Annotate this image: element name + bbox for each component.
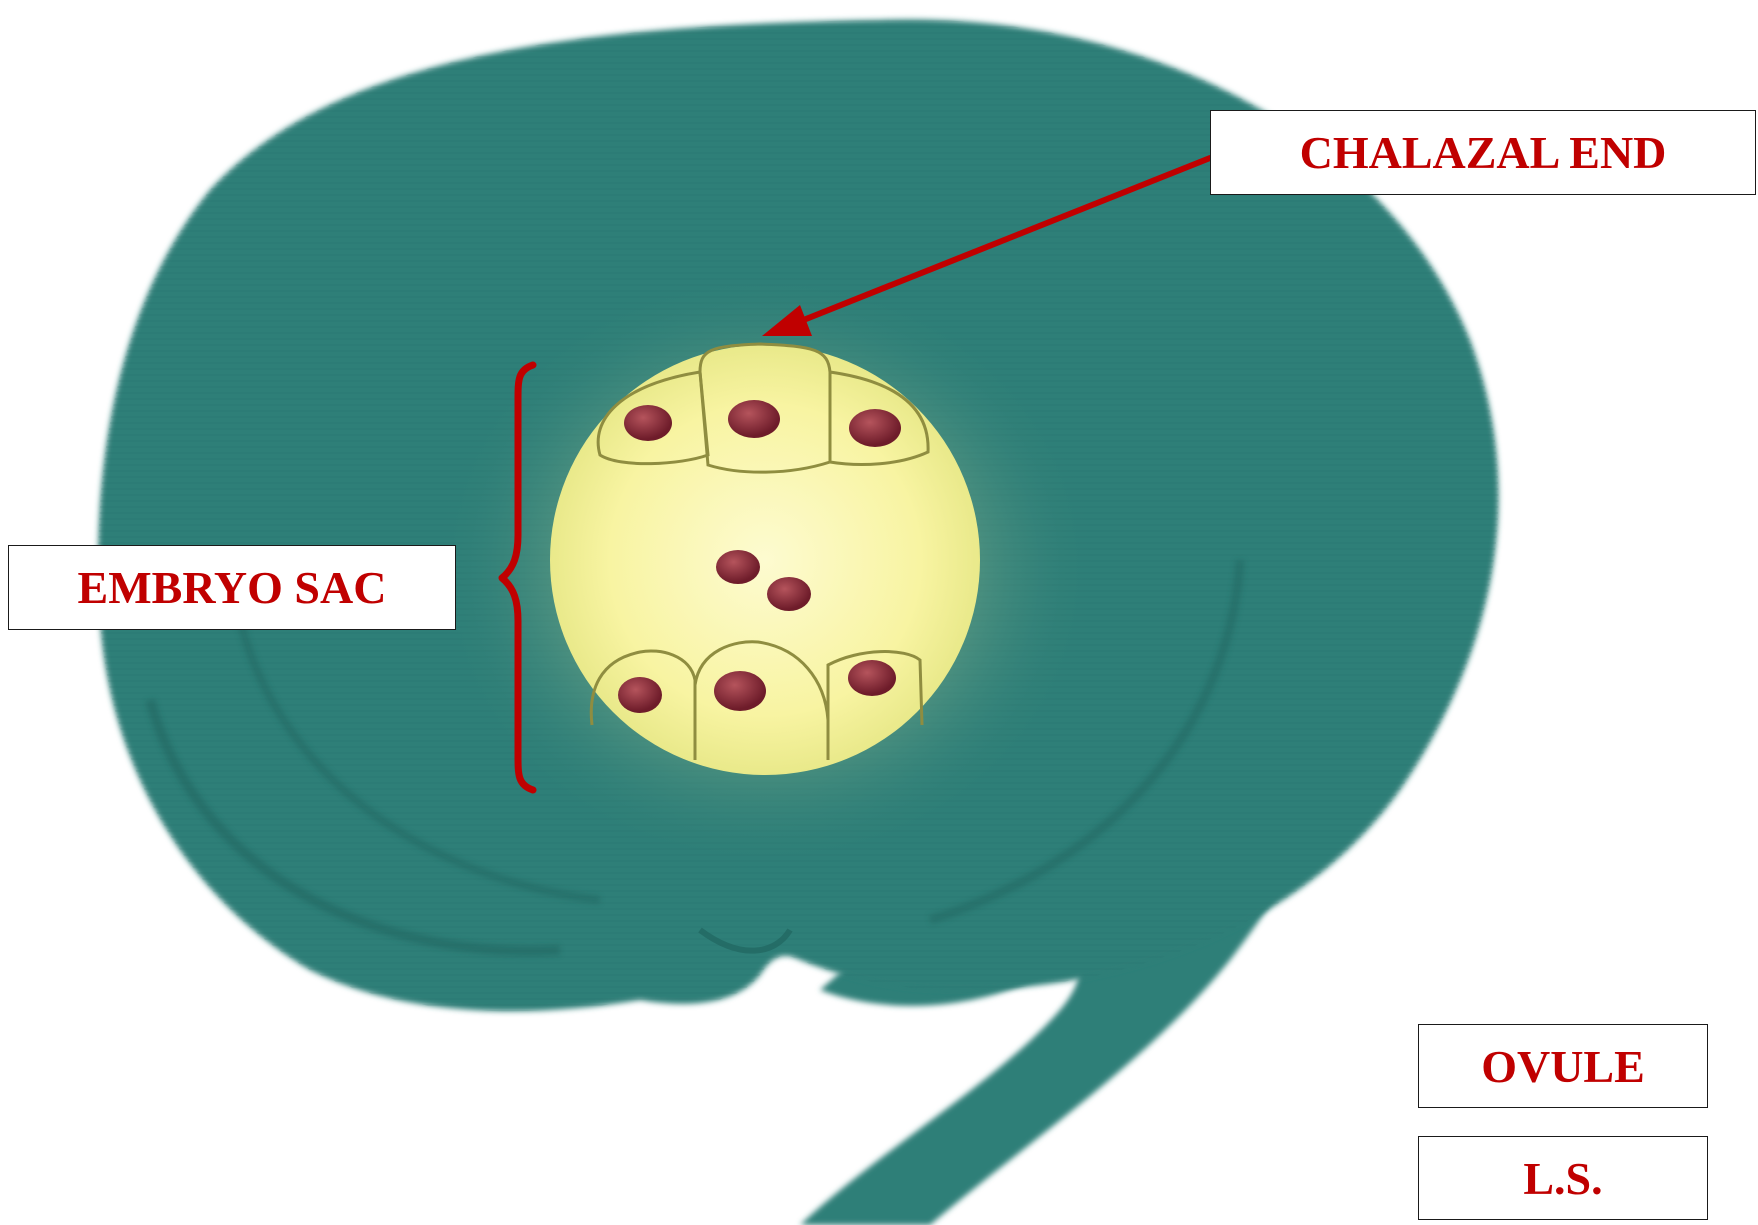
egg-nucleus: [714, 671, 766, 711]
chalazal-end-text: CHALAZAL END: [1300, 126, 1667, 179]
embryo-sac-text: EMBRYO SAC: [78, 561, 387, 614]
ovule-text: OVULE: [1481, 1040, 1645, 1093]
embryo-sac-label: EMBRYO SAC: [8, 545, 456, 630]
ls-text: L.S.: [1523, 1152, 1602, 1205]
antipodal-nucleus-2: [728, 400, 780, 438]
synergid-nucleus-right: [848, 660, 896, 696]
synergid-nucleus-left: [618, 677, 662, 713]
antipodal-nucleus-3: [849, 409, 901, 447]
ovule-label: OVULE: [1418, 1024, 1708, 1108]
chalazal-end-label: CHALAZAL END: [1210, 110, 1756, 195]
polar-nucleus-1: [716, 550, 760, 584]
antipodal-nucleus-1: [624, 405, 672, 441]
ls-label: L.S.: [1418, 1136, 1708, 1220]
polar-nucleus-2: [767, 577, 811, 611]
